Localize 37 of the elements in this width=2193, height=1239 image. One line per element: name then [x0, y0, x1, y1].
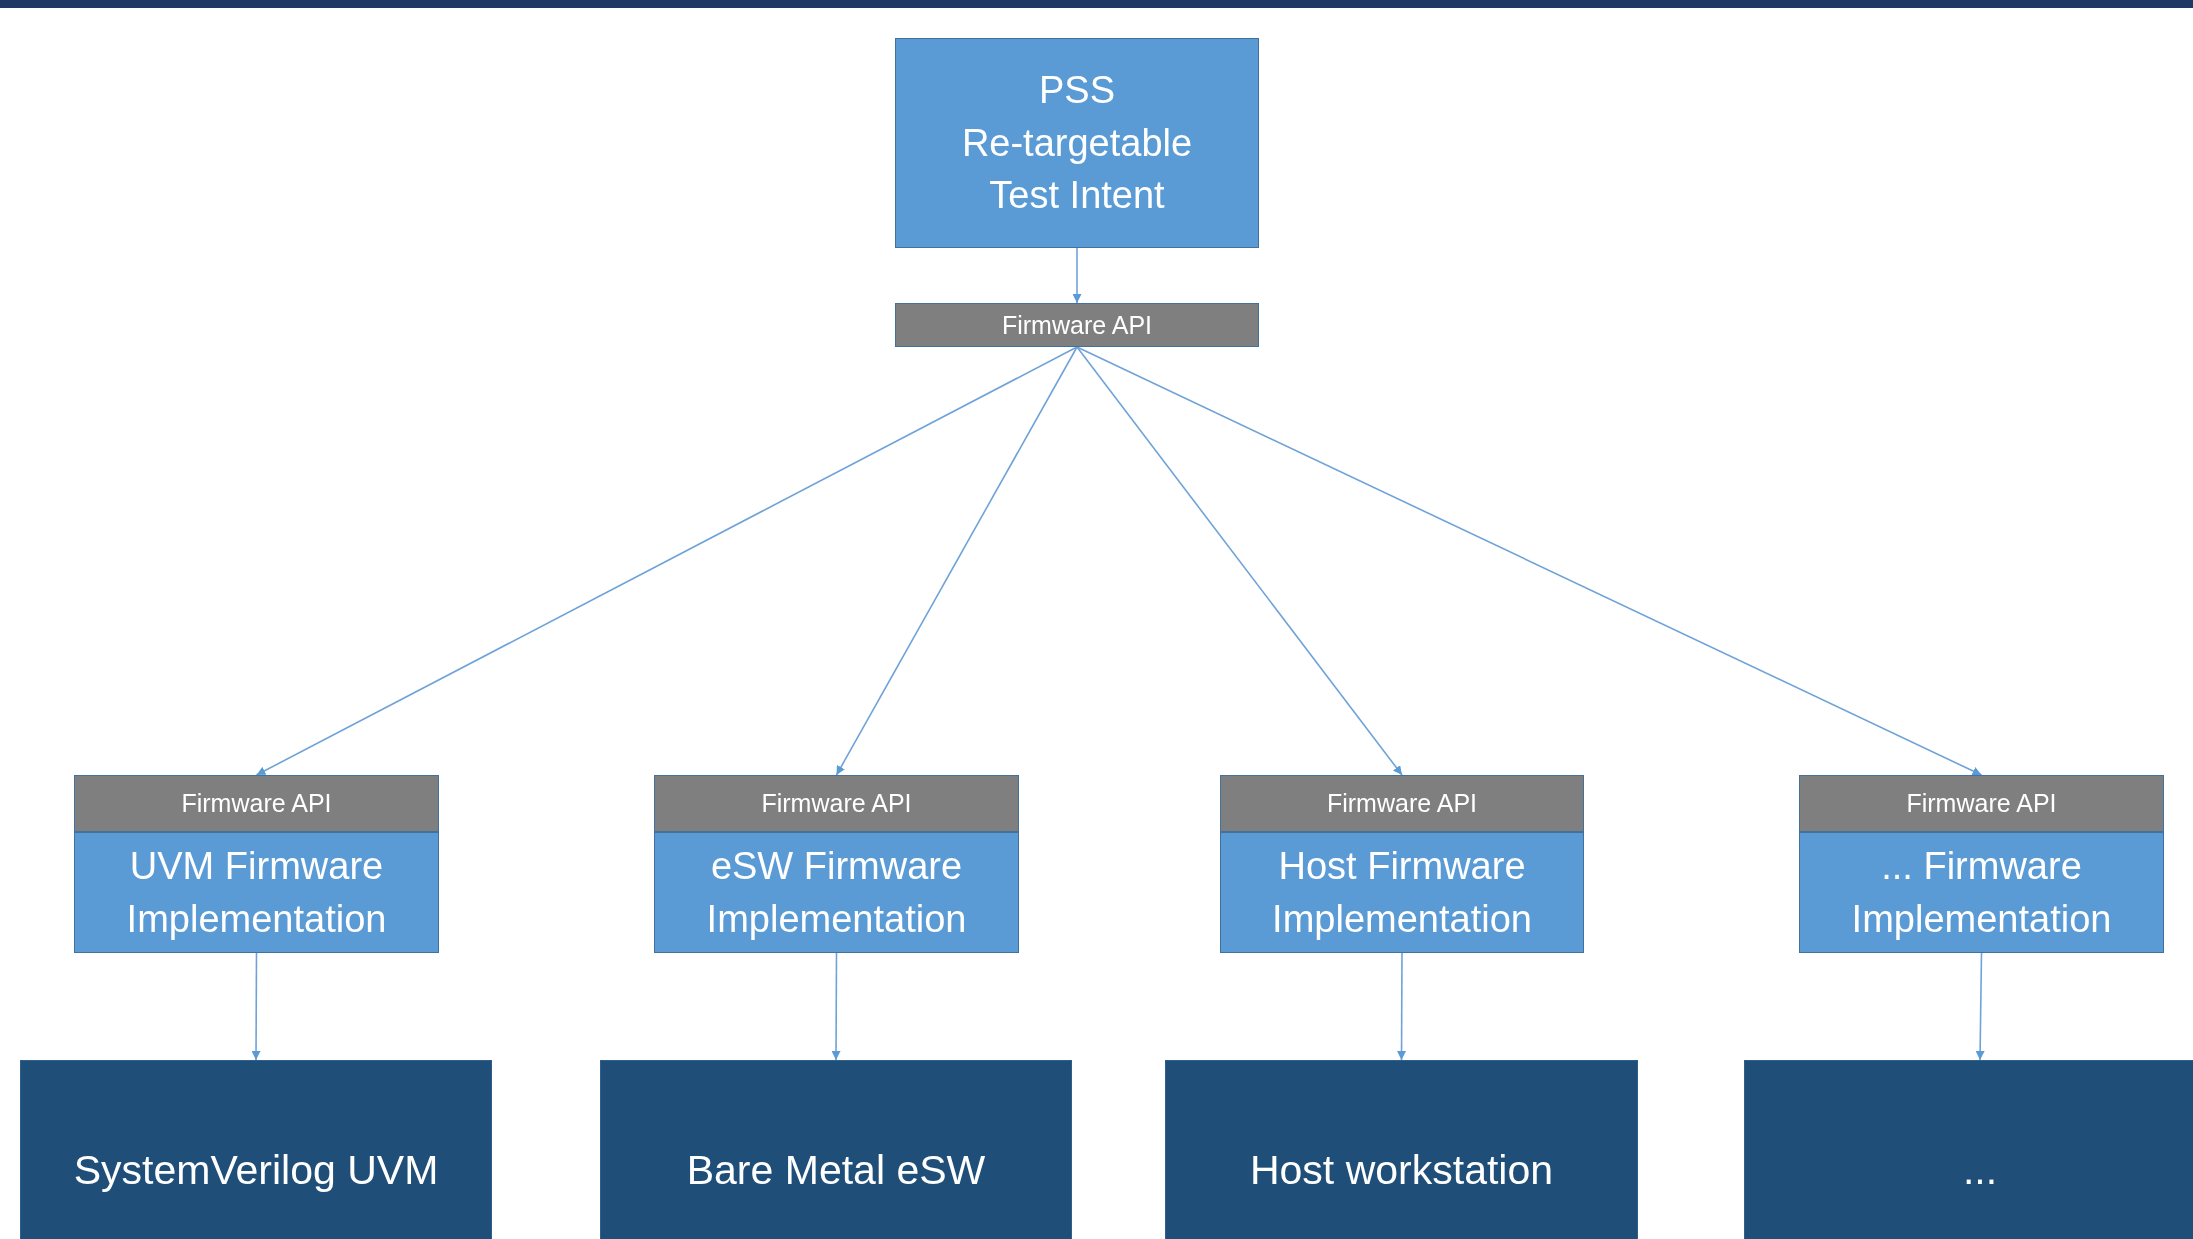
arrow — [1975, 952, 1985, 1061]
implementation-box — [74, 832, 439, 953]
api-bar — [895, 303, 1259, 347]
platform-box — [1165, 1060, 1638, 1239]
api-bar — [1220, 775, 1584, 832]
bar-label: Firmware API — [181, 788, 332, 820]
box-label: Host workstation — [1249, 1145, 1554, 1195]
box-label: Bare Metal eSW — [686, 1145, 986, 1195]
box-label: SystemVerilog UVM — [73, 1145, 439, 1195]
box-label: ... Firmware Implementation — [1850, 844, 2113, 942]
bar-label: Firmware API — [761, 788, 912, 820]
implementation-box — [1220, 832, 1584, 953]
arrow — [1076, 346, 1403, 776]
box-label: eSW Firmware Implementation — [705, 844, 968, 942]
box-label: UVM Firmware Implementation — [125, 844, 388, 942]
platform-box — [600, 1060, 1072, 1239]
platform-box — [20, 1060, 492, 1239]
arrow — [1072, 247, 1082, 304]
api-bar — [654, 775, 1019, 832]
box-label: Host Firmware Implementation — [1271, 844, 1533, 942]
arrow — [1076, 346, 1983, 776]
arrow — [251, 952, 261, 1061]
implementation-box — [1799, 832, 2164, 953]
api-bar — [1799, 775, 2164, 832]
platform-box — [1744, 1060, 2193, 1239]
bar-label: Firmware API — [1906, 788, 2057, 820]
intent-box — [895, 38, 1259, 248]
bar-label: Firmware API — [1001, 309, 1152, 341]
arrow — [255, 346, 1078, 776]
box-label: ... — [1962, 1145, 1998, 1195]
arrow — [1397, 952, 1407, 1061]
arrow — [835, 346, 1078, 776]
implementation-box — [654, 832, 1019, 953]
arrow — [831, 952, 841, 1061]
api-bar — [74, 775, 439, 832]
bar-label: Firmware API — [1326, 788, 1477, 820]
box-label: PSS Re-targetable Test Intent — [960, 68, 1194, 219]
